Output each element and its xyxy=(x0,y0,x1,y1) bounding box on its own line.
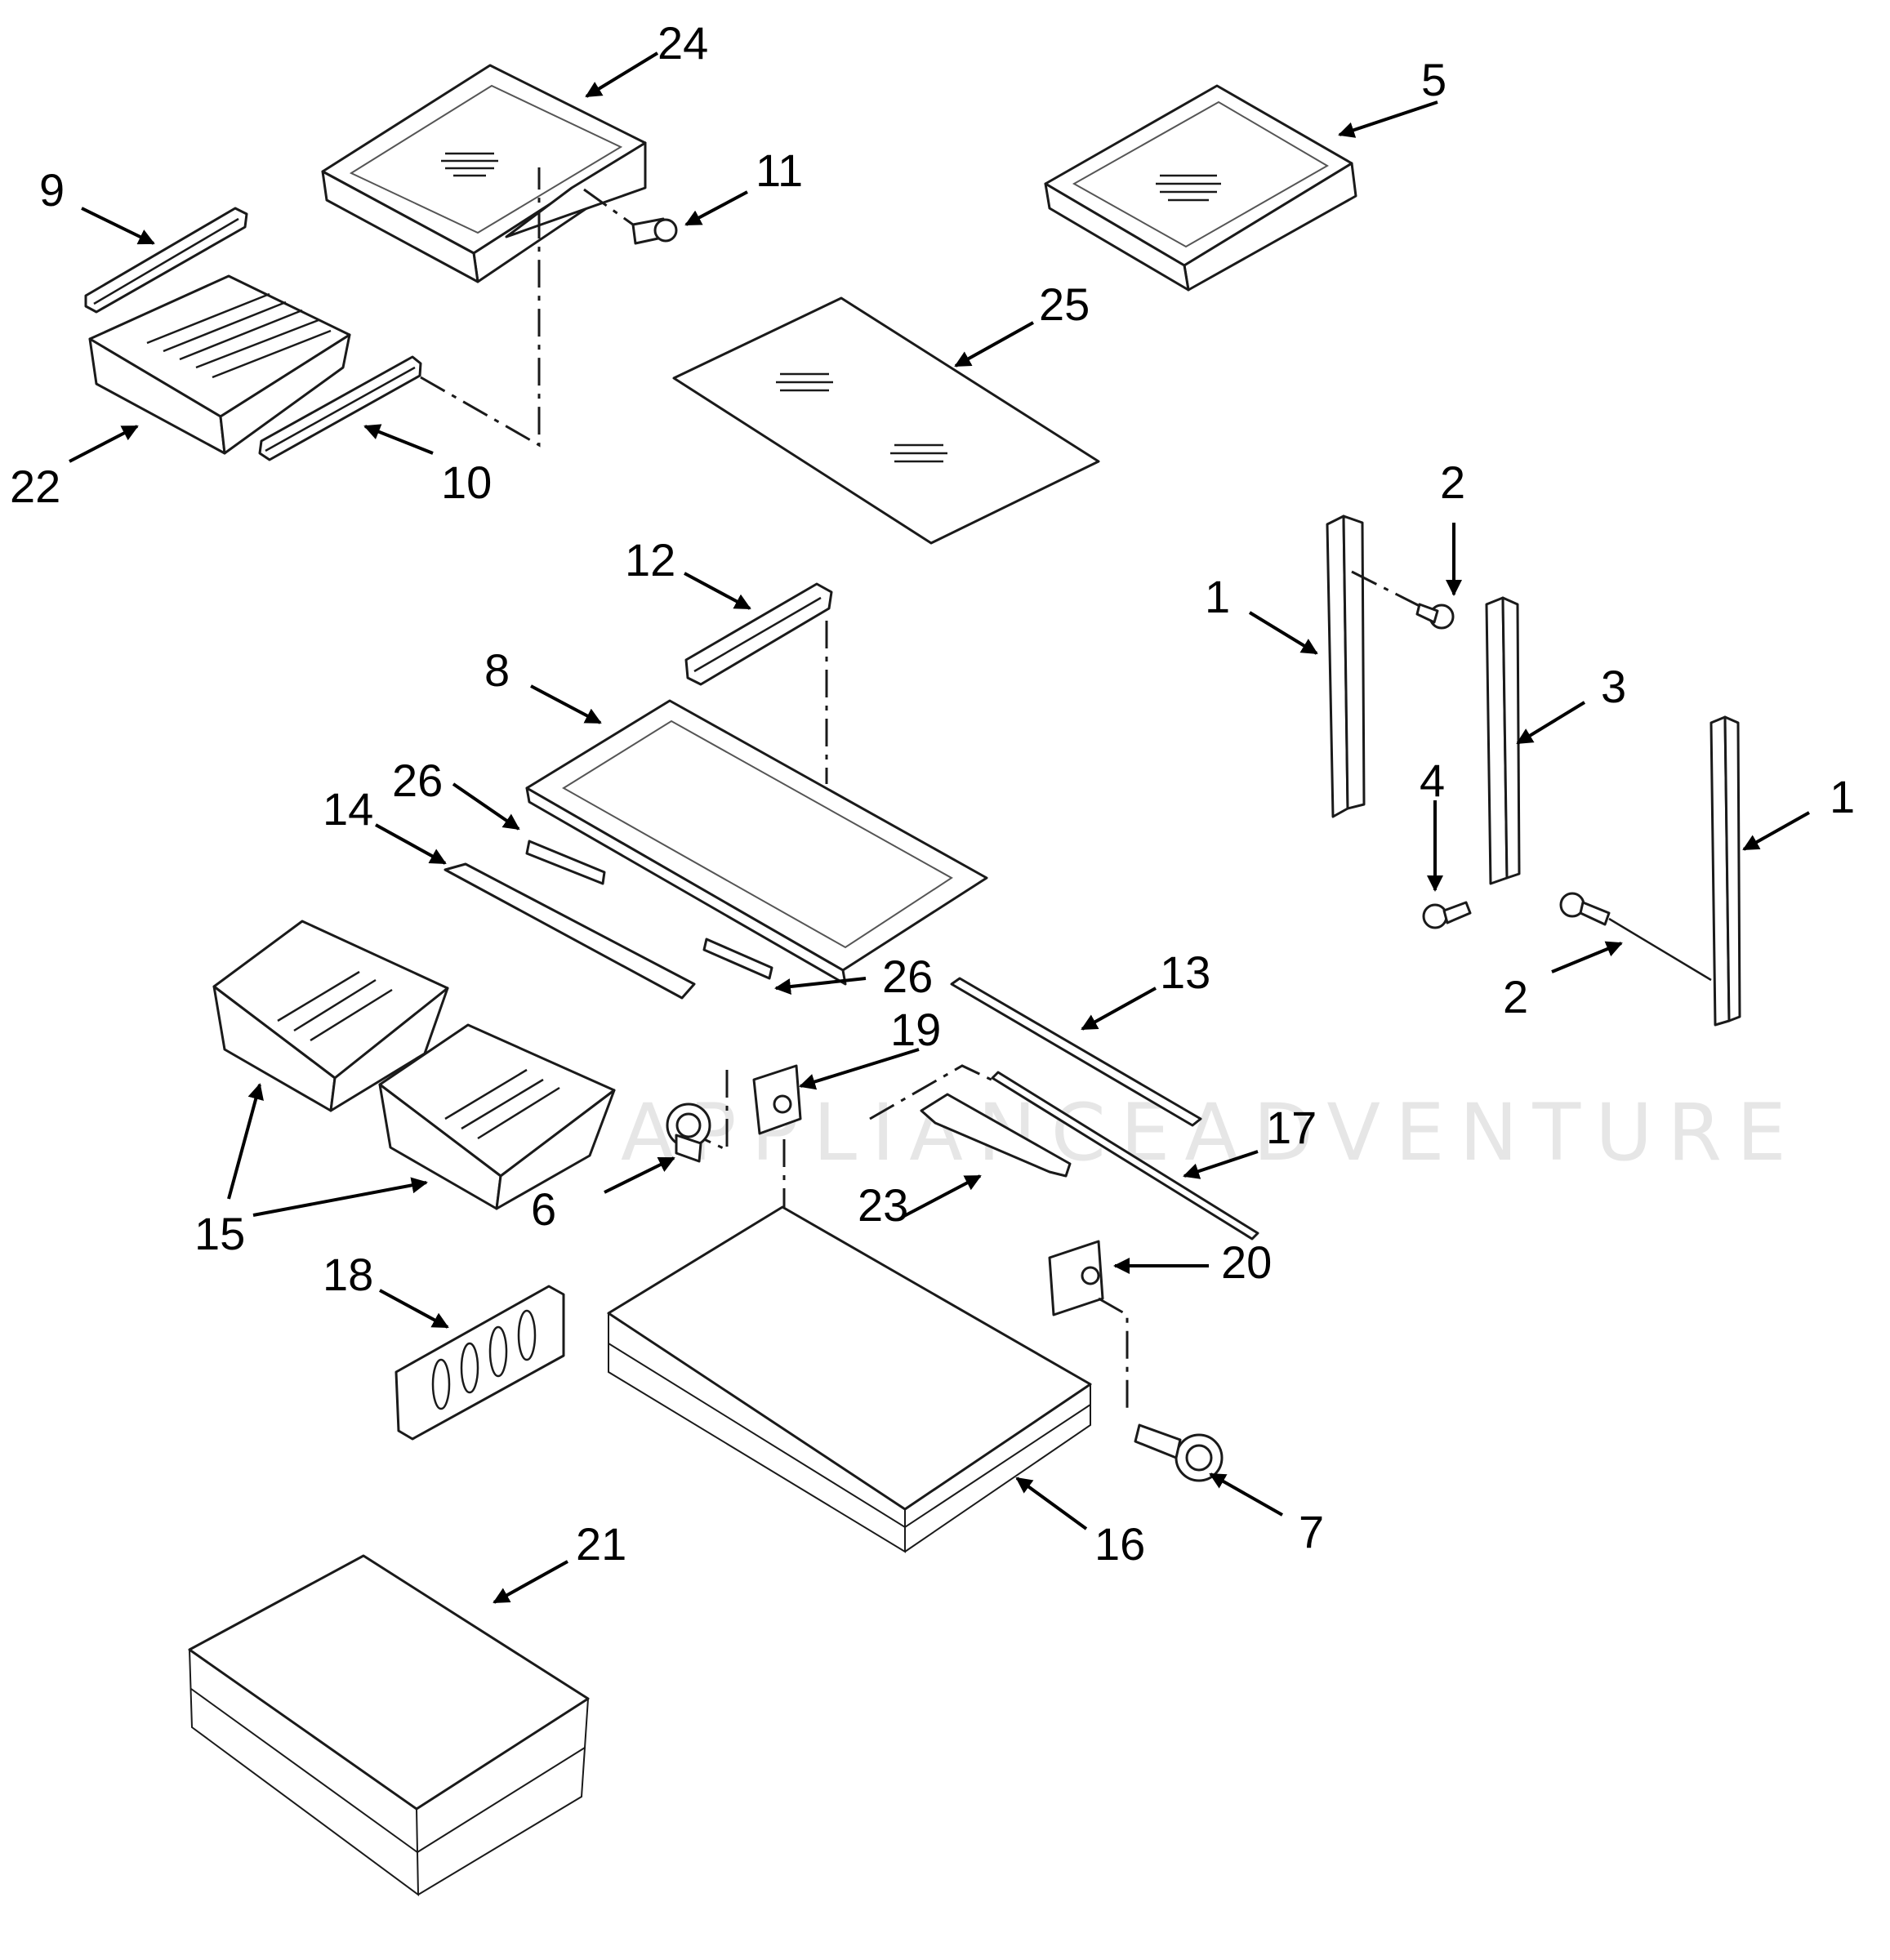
part-20-plate xyxy=(1048,1240,1129,1409)
callout-10: 10 xyxy=(441,457,492,508)
part-10-slide xyxy=(258,167,541,461)
callout-23: 23 xyxy=(858,1179,908,1231)
part-5-shelf xyxy=(1044,84,1357,292)
part-8-drawer-frame xyxy=(525,699,988,986)
callout-labels: 24 5 11 9 22 10 25 2 1 3 4 1 2 12 8 26 1… xyxy=(10,17,1855,1570)
part-18-divider xyxy=(394,1285,565,1441)
part-11-screw xyxy=(583,188,678,245)
callout-15: 15 xyxy=(194,1208,245,1259)
callout-2-upper: 2 xyxy=(1440,457,1465,508)
part-15-bin-right xyxy=(378,1023,616,1210)
callout-26-lower: 26 xyxy=(882,951,933,1002)
watermark-text: APPLIANCEADVENTURE xyxy=(621,1087,1801,1178)
part-3-rail xyxy=(1485,596,1521,885)
callout-18: 18 xyxy=(323,1249,373,1300)
part-22-drawer xyxy=(88,274,351,455)
part-19-plate xyxy=(703,1064,997,1209)
callout-8: 8 xyxy=(484,644,510,696)
part-13-rod xyxy=(950,977,1202,1127)
part-2-screw-upper xyxy=(1351,570,1455,630)
part-6-gear xyxy=(666,1102,711,1163)
part-7-gear xyxy=(1134,1423,1224,1482)
part-12-bracket xyxy=(684,582,833,784)
part-1-rail-right xyxy=(1709,715,1741,1027)
callout-3: 3 xyxy=(1601,661,1626,712)
callout-13: 13 xyxy=(1160,947,1210,998)
callout-11: 11 xyxy=(756,145,803,196)
callout-25: 25 xyxy=(1039,278,1090,330)
part-4-screw xyxy=(1422,901,1472,929)
callout-7: 7 xyxy=(1299,1506,1324,1557)
callout-9: 9 xyxy=(39,164,65,216)
part-16-wire-basket xyxy=(607,1205,1092,1553)
callout-5: 5 xyxy=(1421,54,1446,105)
part-14-trim xyxy=(444,862,696,1000)
callout-arrows xyxy=(69,51,1810,1604)
callout-1-right: 1 xyxy=(1830,771,1855,822)
part-2-screw-lower xyxy=(1559,892,1712,982)
part-25-glass-panel xyxy=(672,296,1100,545)
part-17-rod xyxy=(991,1071,1259,1241)
callout-24: 24 xyxy=(657,17,708,69)
callout-17: 17 xyxy=(1266,1102,1317,1153)
part-21-wire-basket xyxy=(188,1554,590,1897)
part-1-rail-left xyxy=(1326,514,1366,818)
callout-6: 6 xyxy=(531,1183,556,1235)
callout-14: 14 xyxy=(323,783,373,835)
part-26-clip-upper xyxy=(525,840,606,885)
callout-22: 22 xyxy=(10,461,60,512)
callout-20: 20 xyxy=(1221,1236,1272,1288)
part-23-bracket xyxy=(920,1093,1072,1178)
part-9-slide xyxy=(84,207,248,314)
callout-4: 4 xyxy=(1420,755,1445,806)
part-26-clip-lower xyxy=(702,938,773,980)
callout-21: 21 xyxy=(576,1518,626,1570)
callout-16: 16 xyxy=(1094,1518,1145,1570)
part-15-bin-left xyxy=(212,920,449,1112)
callout-19: 19 xyxy=(890,1004,941,1055)
part-24-shelf xyxy=(321,64,647,283)
callout-12: 12 xyxy=(625,534,675,586)
callout-2-lower: 2 xyxy=(1503,971,1528,1022)
callout-1-left: 1 xyxy=(1205,571,1230,622)
callout-26-upper: 26 xyxy=(392,755,443,806)
